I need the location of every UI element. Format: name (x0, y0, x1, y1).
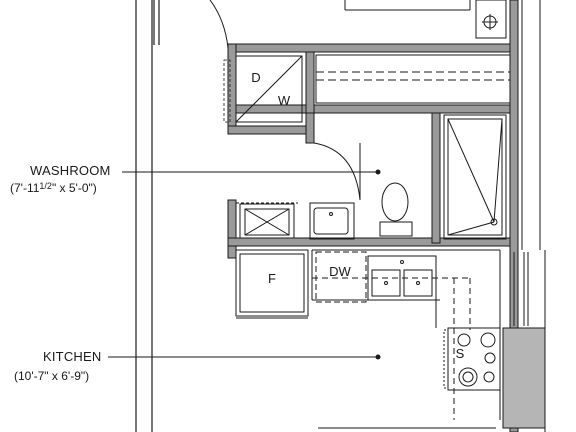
linen-cabinet (236, 202, 298, 239)
dishwasher-label: DW (329, 264, 351, 279)
fridge (235, 249, 309, 319)
kitchen-title: KITCHEN (43, 349, 102, 364)
washroom-dim-prefix: (7'-11 (10, 181, 40, 195)
entry-door-swing (209, 0, 231, 51)
shower-stall (443, 114, 507, 240)
upper-burner-icon (482, 14, 498, 30)
stove (443, 327, 501, 391)
kitchen-dimensions: (10'-7" x 6'-9") (14, 369, 90, 383)
dishwasher (315, 251, 367, 303)
washroom-dim-suffix: " x 5'-0") (51, 181, 97, 195)
washroom-walls (227, 112, 511, 259)
dryer-label: D (251, 70, 261, 85)
double-sink (367, 255, 437, 301)
right-exterior-wall (502, 0, 546, 432)
closet-shelf (315, 54, 511, 104)
laundry-closet (223, 43, 315, 135)
stove-label: S (455, 346, 465, 361)
washer-label: W (277, 93, 291, 108)
washroom-title: WASHROOM (30, 163, 111, 178)
upper-counter (344, 0, 507, 39)
right-window (513, 252, 529, 326)
washroom-dim-fraction: 1/2 (39, 181, 52, 191)
leader-lines (108, 169, 381, 360)
toilet (379, 182, 413, 237)
fridge-label: F (268, 271, 276, 286)
vanity-sink (309, 202, 355, 240)
left-exterior-wall (135, 0, 160, 432)
washroom-dimensions: (7'-111/2" x 5'-0") (10, 181, 97, 195)
